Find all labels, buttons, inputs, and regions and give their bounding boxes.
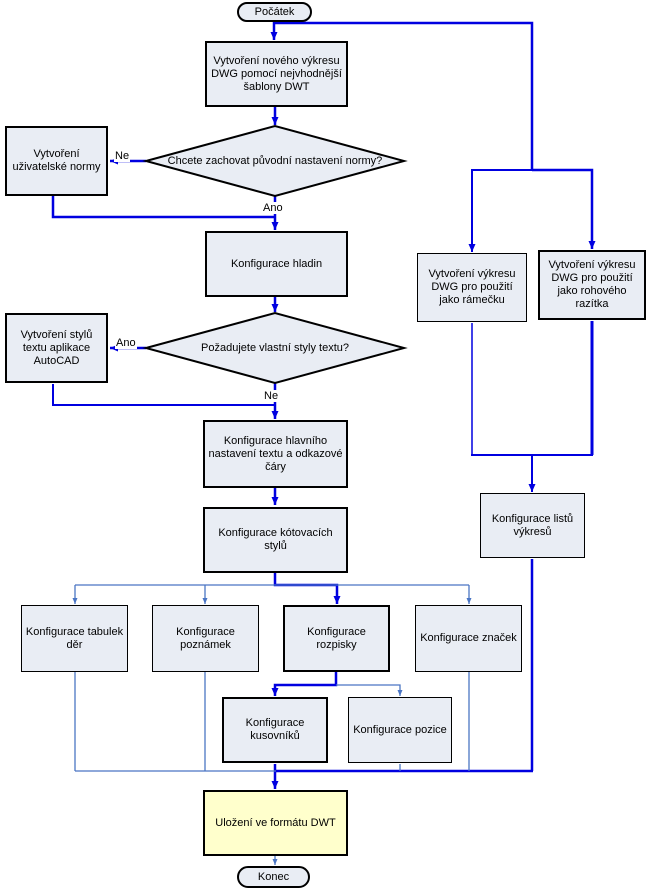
node-main-text-config: Konfigurace hlavního nastavení textu a o… xyxy=(203,420,348,488)
node-sheets-config: Konfigurace listů výkresů xyxy=(480,493,585,558)
node-start: Počátek xyxy=(237,2,312,22)
node-parts-list-config: Konfigurace kusovníků xyxy=(222,697,328,763)
node-title-block-config: Konfigurace rozpisky xyxy=(283,605,390,672)
decision-keep-standard-label: Chcete zachovat původní nastavení normy? xyxy=(167,154,383,167)
node-symbols-config: Konfigurace značek xyxy=(415,605,522,672)
node-main-text-config-label: Konfigurace hlavního nastavení textu a o… xyxy=(208,434,343,473)
node-title-block-config-label: Konfigurace rozpisky xyxy=(307,625,366,651)
edge-label-yes-2: Ano xyxy=(115,337,137,349)
node-layers-config-label: Konfigurace hladin xyxy=(230,257,323,270)
node-stamp-drawing-label: Vytvoření výkresu DWG pro použití jako r… xyxy=(548,259,636,310)
node-hole-tables-config: Konfigurace tabulek děr xyxy=(21,605,128,672)
node-dim-styles-config: Konfigurace kótovacích stylů xyxy=(203,507,348,573)
edge-label-yes-1: Ano xyxy=(262,202,284,214)
node-end: Konec xyxy=(237,866,310,888)
node-frame-drawing: Vytvoření výkresu DWG pro použití jako r… xyxy=(417,253,527,322)
node-notes-config: Konfigurace poznámek xyxy=(152,605,259,672)
node-layers-config: Konfigurace hladin xyxy=(205,231,348,297)
edge-label-no-2: Ne xyxy=(263,390,280,402)
node-create-drawing-label: Vytvoření nového výkresu DWG pomocí nejv… xyxy=(211,54,342,93)
node-hole-tables-config-label: Konfigurace tabulek děr xyxy=(25,625,124,651)
node-notes-config-label: Konfigurace poznámek xyxy=(176,625,235,651)
node-user-standard: Vytvoření uživatelské normy xyxy=(5,126,108,196)
node-balloons-config: Konfigurace pozice xyxy=(348,697,452,763)
node-symbols-config-label: Konfigurace značek xyxy=(420,632,517,644)
node-start-label: Počátek xyxy=(254,5,295,18)
node-autocad-text-styles-label: Vytvoření stylů textu aplikace AutoCAD xyxy=(20,328,93,367)
decision-text-styles-label: Požadujete vlastní styly textu? xyxy=(201,341,349,354)
node-parts-list-config-label: Konfigurace kusovníků xyxy=(245,717,305,742)
node-save-dwt: Uložení ve formátu DWT xyxy=(203,790,348,856)
node-autocad-text-styles: Vytvoření stylů textu aplikace AutoCAD xyxy=(5,313,108,383)
node-stamp-drawing: Vytvoření výkresu DWG pro použití jako r… xyxy=(538,250,646,320)
decision-text-styles-shape xyxy=(142,311,408,385)
node-frame-drawing-label: Vytvoření výkresu DWG pro použití jako r… xyxy=(428,268,516,306)
node-balloons-config-label: Konfigurace pozice xyxy=(353,723,447,736)
node-sheets-config-label: Konfigurace listů výkresů xyxy=(491,512,574,538)
decision-keep-standard-shape xyxy=(142,124,408,198)
node-create-drawing: Vytvoření nového výkresu DWG pomocí nejv… xyxy=(205,41,348,107)
edge-label-no-1: Ne xyxy=(114,150,131,162)
node-dim-styles-config-label: Konfigurace kótovacích stylů xyxy=(218,527,333,552)
node-save-dwt-label: Uložení ve formátu DWT xyxy=(215,816,336,829)
node-user-standard-label: Vytvoření uživatelské normy xyxy=(12,148,101,173)
node-end-label: Konec xyxy=(257,870,290,883)
